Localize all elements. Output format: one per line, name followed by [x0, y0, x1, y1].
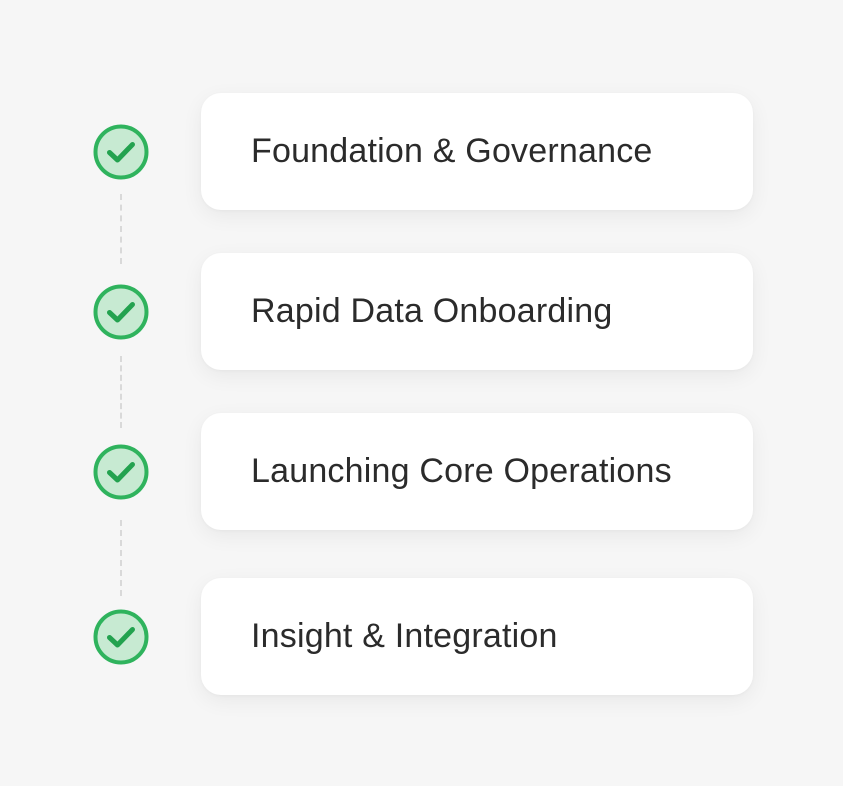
step-label: Rapid Data Onboarding	[251, 292, 613, 330]
step-card-launching-core-operations: Launching Core Operations	[201, 413, 753, 530]
step-card-rapid-data-onboarding: Rapid Data Onboarding	[201, 253, 753, 370]
step-label: Insight & Integration	[251, 617, 558, 655]
step-card-insight-integration: Insight & Integration	[201, 578, 753, 695]
step-connector	[120, 520, 122, 596]
check-circle-icon	[93, 444, 149, 500]
step-connector	[120, 356, 122, 428]
check-circle-icon	[93, 284, 149, 340]
step-card-foundation-governance: Foundation & Governance	[201, 93, 753, 210]
check-circle-icon	[93, 609, 149, 665]
check-circle-icon	[93, 124, 149, 180]
step-label: Launching Core Operations	[251, 452, 672, 490]
step-connector	[120, 194, 122, 264]
step-label: Foundation & Governance	[251, 132, 653, 170]
